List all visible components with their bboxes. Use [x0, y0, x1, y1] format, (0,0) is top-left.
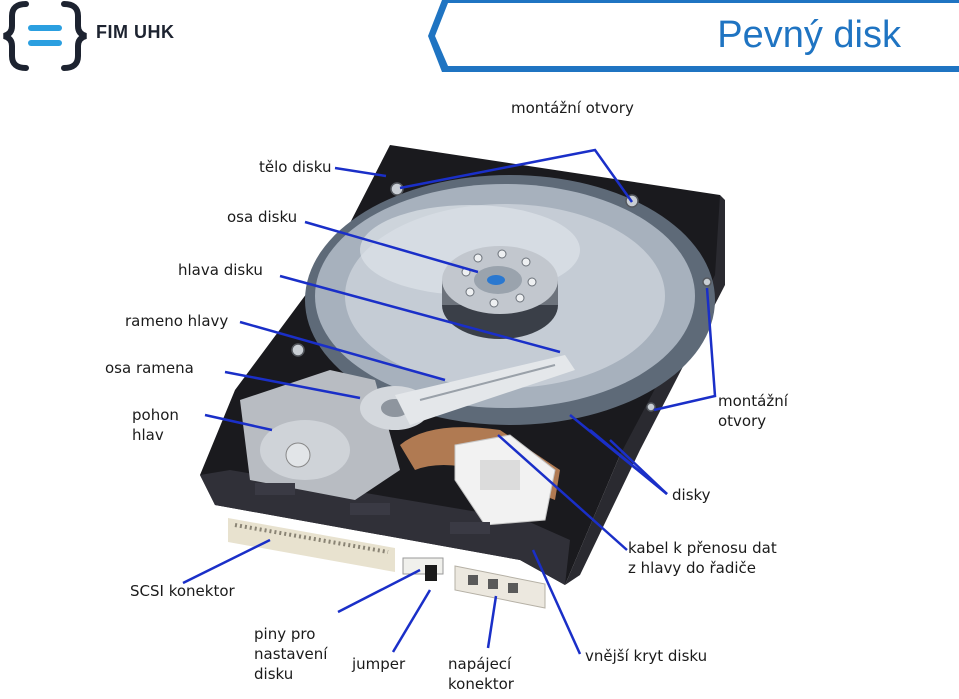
label-osa-ramena: osa ramena — [105, 359, 194, 377]
title-bar: Pevný disk — [428, 0, 959, 72]
label-vnejsi-kryt: vnější kryt disku — [585, 647, 708, 665]
logo-text: FIM UHK — [96, 22, 175, 42]
label-osa-disku: osa disku — [227, 208, 298, 226]
leader-montazni-otvory-top — [399, 148, 634, 203]
ribbon-cable — [400, 427, 560, 526]
label-kabel: kabel k přenosu dat z hlavy do řadiče — [628, 539, 777, 577]
head-actuator — [240, 355, 575, 500]
label-scsi-konektor: SCSI konektor — [130, 582, 235, 600]
label-jumper: jumper — [352, 655, 406, 673]
label-pohon-hlav: pohon hlav — [132, 406, 179, 444]
label-piny: piny pro nastavení disku — [254, 625, 328, 683]
power-connector — [454, 565, 546, 609]
label-napajeci-konektor: napájecí konektor — [448, 655, 514, 693]
fim-uhk-logo: FIM UHK — [0, 0, 200, 72]
page-title: Pevný disk — [717, 14, 901, 56]
label-montazni-otvory-top: montážní otvory — [511, 99, 634, 117]
label-telo-disku: tělo disku — [259, 158, 332, 176]
jumper-pins — [402, 557, 444, 581]
leader-lines — [182, 148, 717, 655]
label-montazni-otvory-right: montážní otvory — [718, 392, 788, 430]
label-disky: disky — [672, 486, 711, 504]
title-bar-background — [428, 0, 959, 72]
brace-logo-icon — [3, 1, 87, 71]
scsi-connector — [228, 518, 395, 572]
brand-plates — [255, 483, 490, 534]
label-rameno-hlavy: rameno hlavy — [125, 312, 229, 330]
label-hlava-disku: hlava disku — [178, 261, 263, 279]
spindle — [442, 246, 558, 339]
